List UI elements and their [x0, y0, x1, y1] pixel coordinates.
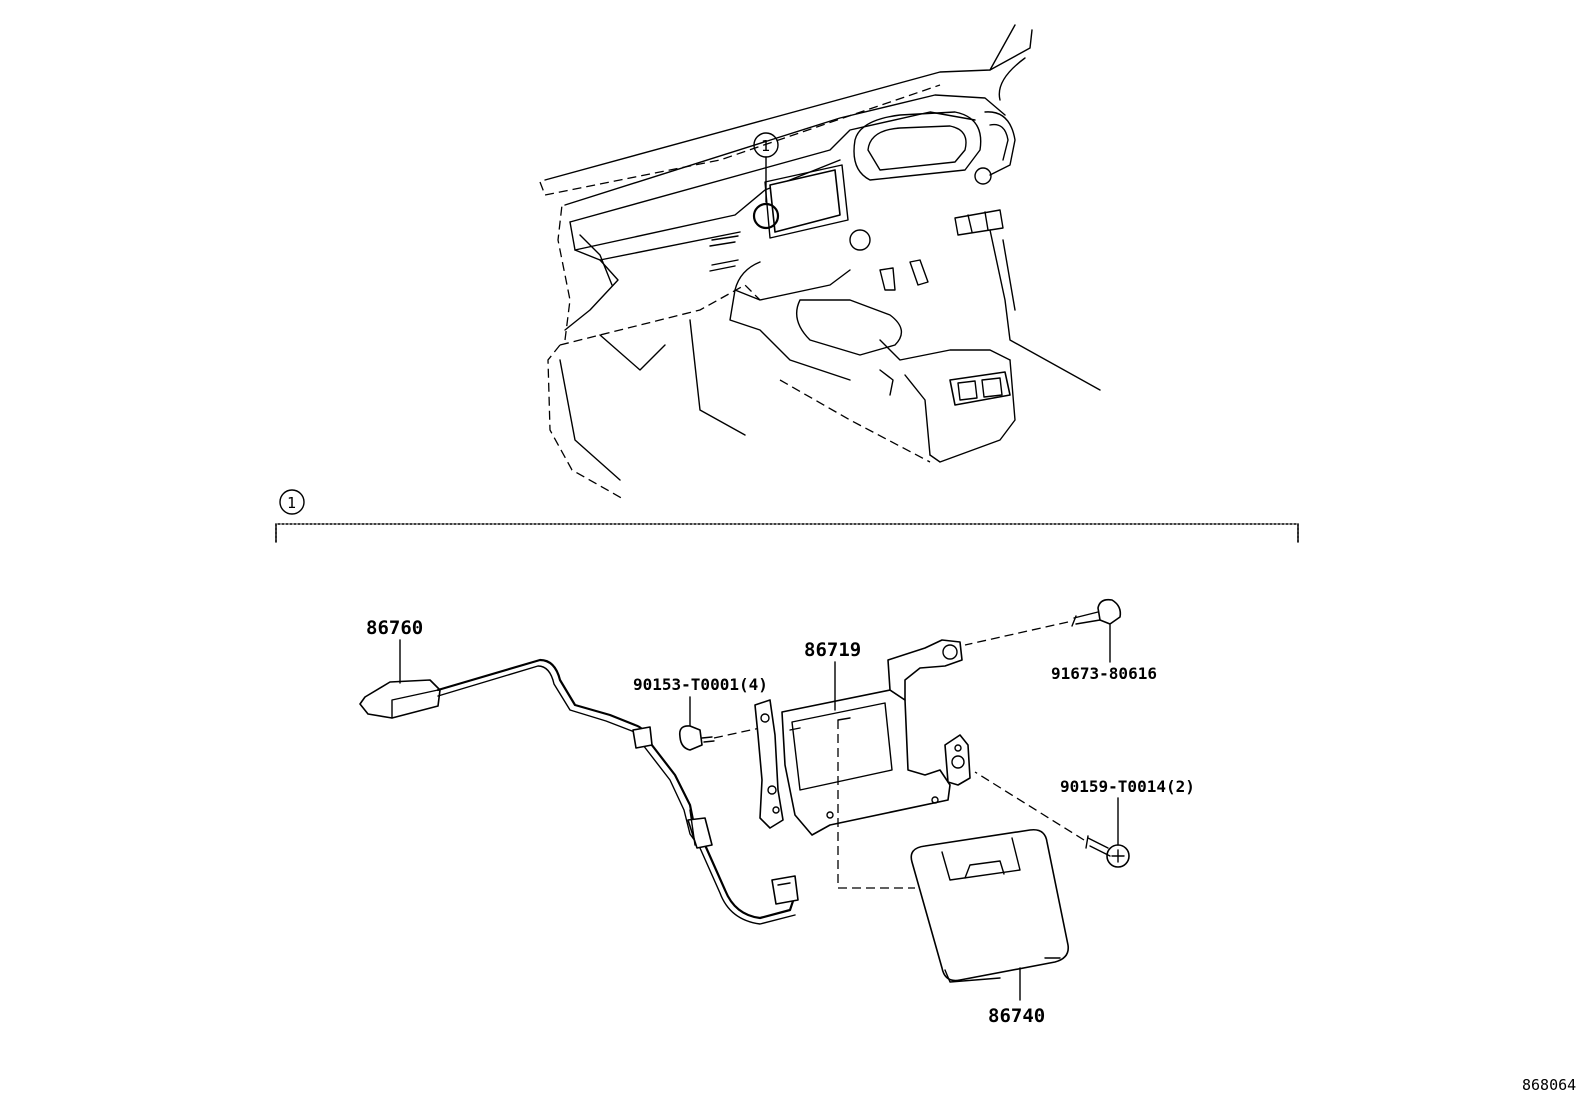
clip-nut [678, 696, 761, 751]
dashboard-illustration [539, 24, 1101, 501]
part-label-clip-nut: 90153-T0001(4) [633, 675, 768, 694]
control-module [910, 828, 1070, 1001]
part-label-bracket: 86719 [804, 639, 861, 661]
bolt [964, 598, 1122, 663]
part-label-screw: 90159-T0014(2) [1060, 777, 1195, 796]
mounting-bracket [754, 639, 971, 889]
callout-number-top: 1 [761, 137, 770, 155]
part-label-bolt: 91673-80616 [1051, 664, 1157, 683]
antenna-assembly [359, 639, 799, 925]
section-bracket [275, 489, 1299, 543]
callout-number-section: 1 [287, 494, 296, 512]
callout-circle-section [279, 489, 305, 515]
screw [974, 771, 1130, 868]
figure-id: 868064 [1522, 1076, 1576, 1094]
part-label-antenna: 86760 [366, 617, 423, 639]
part-label-module: 86740 [988, 1005, 1045, 1027]
module-location-marker [752, 202, 780, 230]
